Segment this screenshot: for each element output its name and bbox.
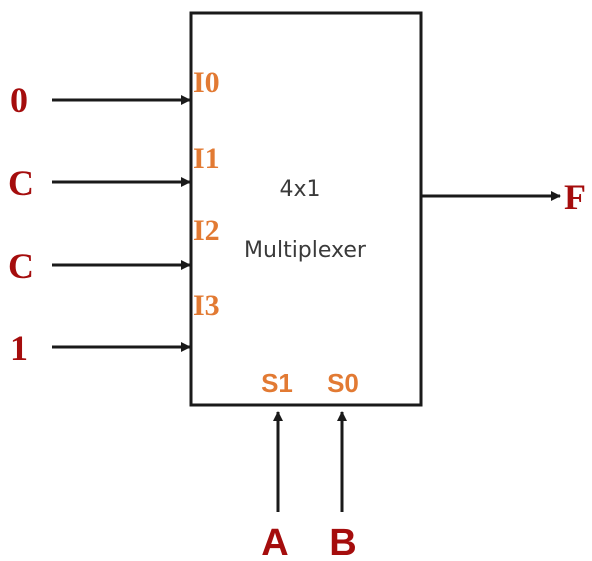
- input-value-3: 1: [10, 328, 28, 368]
- input-value-1: C: [8, 163, 34, 203]
- port-label-i1: I1: [193, 142, 220, 175]
- multiplexer-block: [189, 11, 423, 407]
- select-signal-b: B: [329, 522, 356, 561]
- port-label-i3: I3: [193, 289, 220, 322]
- block-title-line1: 4x1: [279, 177, 320, 202]
- select-port-s0: S0: [327, 368, 359, 398]
- port-label-i2: I2: [193, 214, 220, 247]
- port-label-i0: I0: [193, 66, 220, 99]
- select-signal-a: A: [261, 522, 288, 561]
- select-port-s1: S1: [261, 368, 293, 398]
- input-value-0: 0: [10, 80, 28, 120]
- output-label: F: [564, 177, 586, 217]
- block-title-line2: Multiplexer: [244, 238, 367, 263]
- input-value-2: C: [8, 246, 34, 286]
